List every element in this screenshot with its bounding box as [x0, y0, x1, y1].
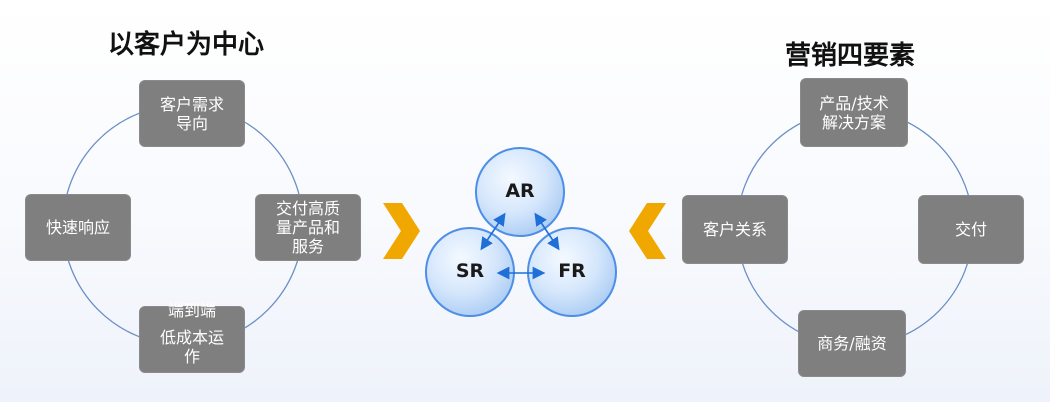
- left-left-box: 快速响应: [25, 194, 131, 261]
- right-top-label: 产品/技术 解决方案: [819, 93, 889, 132]
- right-bottom-label: 商务/融资: [817, 334, 887, 353]
- left-top-box: 客户需求 导向: [139, 80, 245, 147]
- ar-sr-connector: [480, 212, 506, 251]
- left-right-box: 交付高质 量产品和 服务: [255, 194, 361, 261]
- left-bottom-top-label: 端到端: [167, 301, 216, 320]
- right-top-box: 产品/技术 解决方案: [800, 78, 908, 147]
- left-bottom-label: 低成本运 作: [159, 327, 224, 366]
- ar-label: AR: [505, 180, 535, 202]
- left-top-label: 客户需求 导向: [159, 94, 224, 133]
- right-right-box: 交付: [918, 195, 1024, 264]
- sr-label: SR: [455, 260, 485, 282]
- right-chevron-arrow-icon: [629, 203, 666, 259]
- left-left-label: 快速响应: [45, 218, 110, 237]
- left-right-label: 交付高质 量产品和 服务: [275, 199, 340, 256]
- ar-fr-connector: [534, 212, 560, 251]
- left-bottom-box: 端到端 低成本运 作: [139, 301, 245, 373]
- right-left-box: 客户关系: [682, 195, 788, 264]
- right-right-label: 交付: [954, 220, 987, 239]
- left-title: 以客户为中心: [108, 30, 265, 60]
- right-title: 营销四要素: [785, 41, 916, 71]
- right-bottom-box: 商务/融资: [798, 310, 906, 377]
- fr-label: FR: [558, 260, 586, 282]
- right-left-label: 客户关系: [702, 220, 767, 239]
- left-chevron-arrow-icon: [383, 203, 420, 259]
